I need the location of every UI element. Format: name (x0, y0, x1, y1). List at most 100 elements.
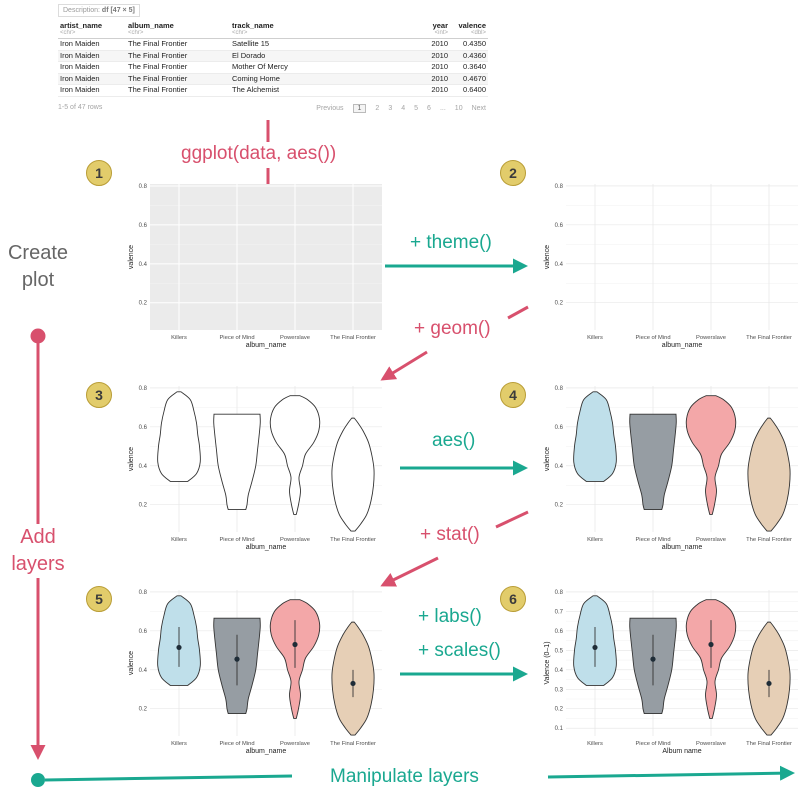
y-tick-label: 0.4 (555, 262, 564, 268)
cell-album: The Final Frontier (126, 84, 230, 97)
pager-page[interactable]: 2 (375, 105, 380, 112)
x-tick-label: Killers (171, 741, 187, 747)
x-tick-label: Powerslave (696, 741, 726, 747)
y-tick-label: 0.3 (555, 687, 564, 693)
pager-page[interactable]: 3 (388, 105, 393, 112)
cell-artist: Iron Maiden (58, 50, 126, 62)
violin-powerslave (685, 395, 737, 515)
pager-page[interactable]: 10 (454, 105, 463, 112)
aes-call-label: aes() (432, 430, 476, 451)
labs-call-label: + labs() (418, 606, 482, 627)
step-badge-6: 6 (500, 586, 526, 612)
y-axis-title: valence (544, 245, 551, 269)
x-tick-label: Killers (587, 335, 603, 341)
x-tick-label: The Final Frontier (330, 741, 376, 747)
y-axis-title: valence (544, 447, 551, 471)
add-layers-label: Add layers (0, 524, 76, 578)
pager: Previous 1 2 3 4 5 6 ... 10 Next (316, 104, 486, 113)
geom-call-label: + geom() (414, 318, 491, 339)
pager-page[interactable]: 6 (427, 105, 431, 112)
y-tick-label: 0.2 (555, 707, 564, 713)
x-axis-title: album_name (662, 342, 703, 349)
df-description: Description: df [47 × 5] (58, 4, 140, 17)
y-tick-label: 0.2 (139, 707, 148, 713)
x-tick-label: Killers (171, 335, 187, 341)
df-description-label: Description: (63, 7, 100, 14)
cell-artist: Iron Maiden (58, 84, 126, 97)
cell-valence: 0.3640 (450, 61, 488, 74)
stat-mean-point (708, 641, 714, 648)
x-tick-label: The Final Frontier (746, 335, 792, 341)
pager-page-current[interactable]: 1 (352, 104, 367, 113)
stat-arrow (380, 510, 529, 587)
col-header-valence[interactable]: valence<dbl> (450, 22, 488, 39)
pager-next[interactable]: Next (471, 105, 486, 112)
violin-killers (573, 391, 617, 482)
stat-mean-point (176, 644, 182, 651)
cell-artist: Iron Maiden (58, 73, 126, 85)
cell-valence: 0.4350 (450, 38, 488, 51)
y-tick-label: 0.4 (139, 262, 148, 268)
cell-track: El Dorado (230, 50, 412, 62)
table-row: Iron Maiden The Final Frontier El Dorado… (58, 50, 488, 62)
pager-page[interactable]: 4 (401, 105, 406, 112)
col-header-year[interactable]: year<int> (412, 22, 450, 39)
cell-track: Coming Home (230, 73, 412, 85)
cell-artist: Iron Maiden (58, 61, 126, 74)
y-tick-label: 0.2 (139, 503, 148, 509)
y-tick-label: 0.8 (139, 386, 148, 392)
violin-piece_of_mind (629, 413, 677, 511)
cell-valence: 0.6400 (450, 84, 488, 97)
x-tick-label: Piece of Mind (635, 537, 670, 543)
step-badge-3: 3 (86, 382, 112, 408)
col-header-artist[interactable]: artist_name<chr> (58, 22, 126, 39)
cell-artist: Iron Maiden (58, 38, 126, 51)
y-tick-label: 0.8 (555, 590, 564, 596)
cell-track: Satellite 15 (230, 38, 412, 51)
cell-album: The Final Frontier (126, 38, 230, 51)
y-tick-label: 0.6 (139, 629, 148, 635)
violin-final_frontier (747, 417, 791, 532)
violin-piece_of_mind (213, 413, 261, 511)
cell-valence: 0.4670 (450, 73, 488, 85)
cell-valence: 0.4360 (450, 50, 488, 62)
col-header-track[interactable]: track_name<chr> (230, 22, 412, 39)
pager-previous[interactable]: Previous (316, 105, 344, 112)
x-tick-label: Powerslave (280, 335, 310, 341)
table-header-row: artist_name<chr> album_name<chr> track_n… (58, 22, 488, 39)
y-tick-label: 0.6 (555, 425, 564, 431)
data-frame-table: artist_name<chr> album_name<chr> track_n… (58, 22, 488, 97)
stat-mean-point (234, 656, 240, 662)
y-tick-label: 0.8 (139, 184, 148, 190)
x-tick-label: Piece of Mind (635, 741, 670, 747)
x-tick-label: Killers (587, 741, 603, 747)
ggplot-call-label: ggplot(data, aes()) (178, 143, 340, 165)
y-tick-label: 0.8 (555, 184, 564, 190)
step-badge-4: 4 (500, 382, 526, 408)
x-tick-label: The Final Frontier (330, 335, 376, 341)
y-tick-label: 0.6 (139, 223, 148, 229)
y-tick-label: 0.8 (555, 386, 564, 392)
stat-mean-point (292, 641, 298, 648)
cell-year: 2010 (412, 50, 450, 62)
cell-year: 2010 (412, 38, 450, 51)
x-tick-label: Powerslave (696, 335, 726, 341)
violin-final_frontier (331, 417, 375, 532)
table-row: Iron Maiden The Final Frontier Mother Of… (58, 61, 488, 74)
y-axis-title: valence (128, 447, 135, 471)
x-axis-title: album_name (246, 748, 287, 755)
theme-call-label: + theme() (410, 232, 492, 253)
stat-mean-point (650, 656, 656, 662)
col-header-album[interactable]: album_name<chr> (126, 22, 230, 39)
df-description-value: df [47 × 5] (101, 7, 135, 14)
y-tick-label: 0.4 (139, 464, 148, 470)
cell-album: The Final Frontier (126, 73, 230, 85)
y-tick-label: 0.6 (555, 629, 564, 635)
step-badge-2: 2 (500, 160, 526, 186)
x-axis-title: album_name (246, 342, 287, 349)
pager-page[interactable]: 5 (414, 105, 419, 112)
x-tick-label: Piece of Mind (219, 335, 254, 341)
